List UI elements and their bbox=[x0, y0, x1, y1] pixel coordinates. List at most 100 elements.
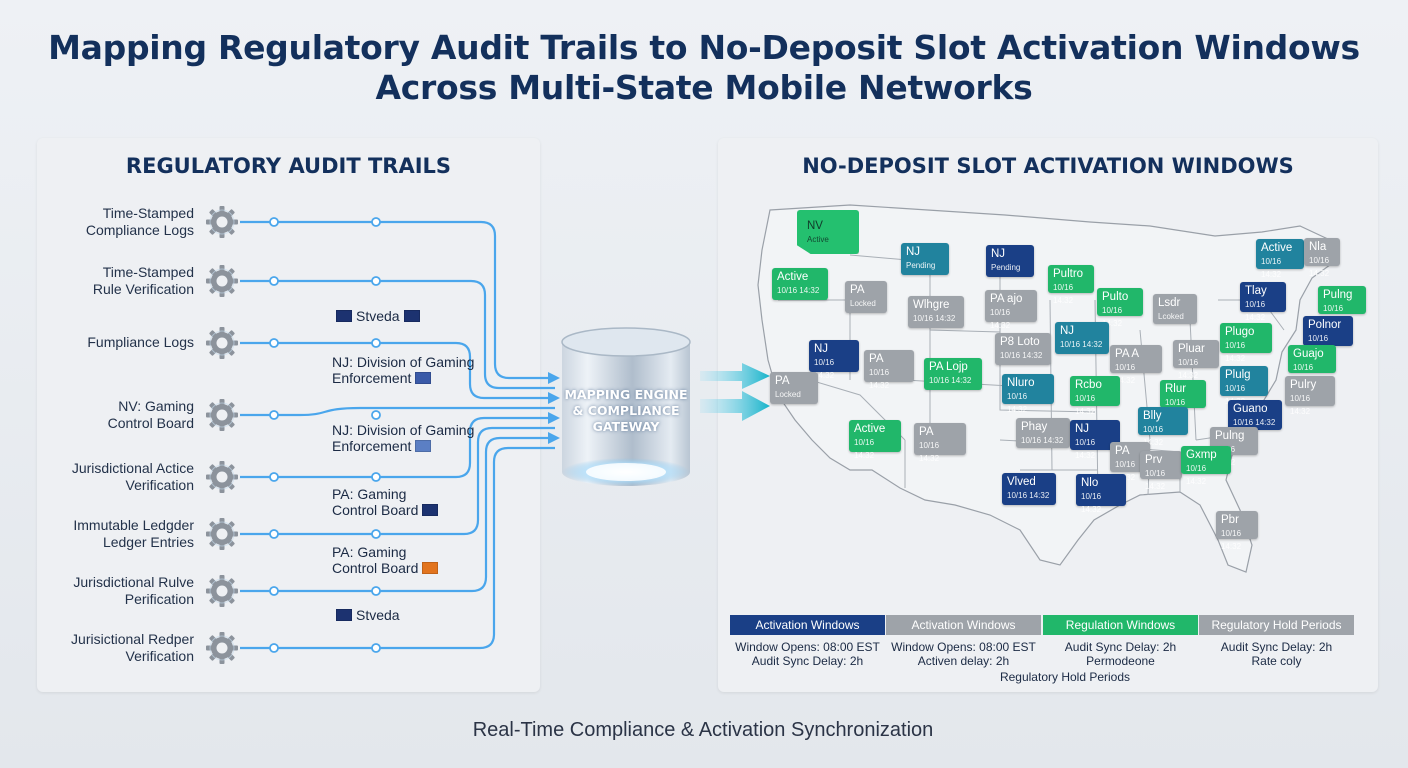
audit-trails-title: REGULATORY AUDIT TRAILS bbox=[125, 154, 452, 178]
agency-line-1: Stveda bbox=[356, 607, 400, 623]
connector-path bbox=[240, 426, 555, 536]
state-tag-label: Pbr bbox=[1221, 514, 1239, 526]
output-arrow bbox=[700, 363, 770, 389]
state-tag-label: Pulry bbox=[1290, 379, 1317, 391]
state-tag-status: 10/16 14:32 bbox=[869, 368, 890, 390]
connector-node bbox=[269, 643, 279, 653]
connector-node bbox=[269, 529, 279, 539]
state-tag-label: Nlo bbox=[1081, 477, 1099, 489]
state-tag-label: Polnor bbox=[1308, 319, 1342, 331]
state-status-tag[interactable]: Phay 10/16 14:32 bbox=[1016, 418, 1070, 448]
state-tag-label: Nluro bbox=[1007, 377, 1035, 389]
state-tag-status: 10/16 14:32 bbox=[990, 308, 1011, 330]
state-status-tag[interactable]: NJ Pending bbox=[901, 243, 949, 275]
legend-description-line1: Window Opens: 08:00 EST bbox=[891, 640, 1036, 654]
state-tag-status: 10/16 14:32 bbox=[1221, 529, 1242, 551]
gear-icon bbox=[206, 575, 238, 607]
legend-header: Activation Windows bbox=[886, 615, 1041, 635]
audit-trail-label-line-2: Perification bbox=[124, 591, 194, 607]
state-tag-label: Rlur bbox=[1165, 383, 1187, 395]
state-tag-status: 10/16 14:32 bbox=[1075, 438, 1096, 460]
state-tag-status: 10/16 14:32 bbox=[854, 438, 875, 460]
state-tag-label: PA bbox=[919, 426, 934, 438]
agency-line-1: Stveda bbox=[356, 308, 400, 324]
gear-icon bbox=[206, 265, 238, 297]
state-tag-label: Guajo bbox=[1293, 348, 1324, 360]
state-status-tag[interactable]: Pbr 10/16 14:32 bbox=[1216, 511, 1258, 551]
state-tag-status: 10/16 14:32 bbox=[1075, 394, 1096, 416]
connector-node bbox=[371, 529, 381, 539]
state-tag-label: PA bbox=[1115, 445, 1130, 457]
audit-trail-label-line-2: Verification bbox=[125, 477, 194, 493]
state-tag-status: Pending bbox=[906, 261, 936, 270]
state-tag-label: Phay bbox=[1021, 421, 1048, 433]
page-title-line-2: Across Multi-State Mobile Networks bbox=[375, 68, 1033, 107]
state-tag-status: 10/16 14:32 bbox=[1245, 300, 1266, 322]
connector-path bbox=[240, 341, 555, 400]
state-tag-label: Pluar bbox=[1178, 343, 1205, 355]
state-flag-icon bbox=[336, 310, 352, 322]
agency-label: Stveda bbox=[332, 308, 424, 324]
state-tag-label: Pulto bbox=[1102, 291, 1129, 303]
audit-trail-label-line-1: Jurisdictional Actice bbox=[71, 460, 194, 476]
agency-line-2: Enforcement bbox=[332, 438, 412, 454]
state-tag-label: PA A bbox=[1115, 348, 1140, 360]
state-tag-label: Pulng bbox=[1215, 430, 1245, 442]
agency-line-2: Enforcement bbox=[332, 370, 412, 386]
state-tag-status: 10/16 14:32 bbox=[1225, 341, 1246, 363]
state-tag-status: 10/16 14:32 bbox=[1007, 491, 1050, 500]
legend-header: Regulatory Hold Periods bbox=[1199, 615, 1354, 635]
engine-line-2: & COMPLIANCE bbox=[572, 403, 680, 418]
page-title-line-1: Mapping Regulatory Audit Trails to No-De… bbox=[48, 28, 1360, 67]
state-flag-icon bbox=[336, 609, 352, 621]
connector-node bbox=[269, 586, 279, 596]
legend-header: Activation Windows bbox=[730, 615, 885, 635]
audit-trail-label-line-1: Jurisictional Redper bbox=[71, 631, 194, 647]
state-tag-status: 10/16 14:32 bbox=[1021, 436, 1064, 445]
state-tag-label: NJ bbox=[906, 246, 921, 258]
state-flag-icon bbox=[403, 310, 420, 322]
audit-trail-label-line-1: Jurisdictional Rulve bbox=[73, 574, 194, 590]
